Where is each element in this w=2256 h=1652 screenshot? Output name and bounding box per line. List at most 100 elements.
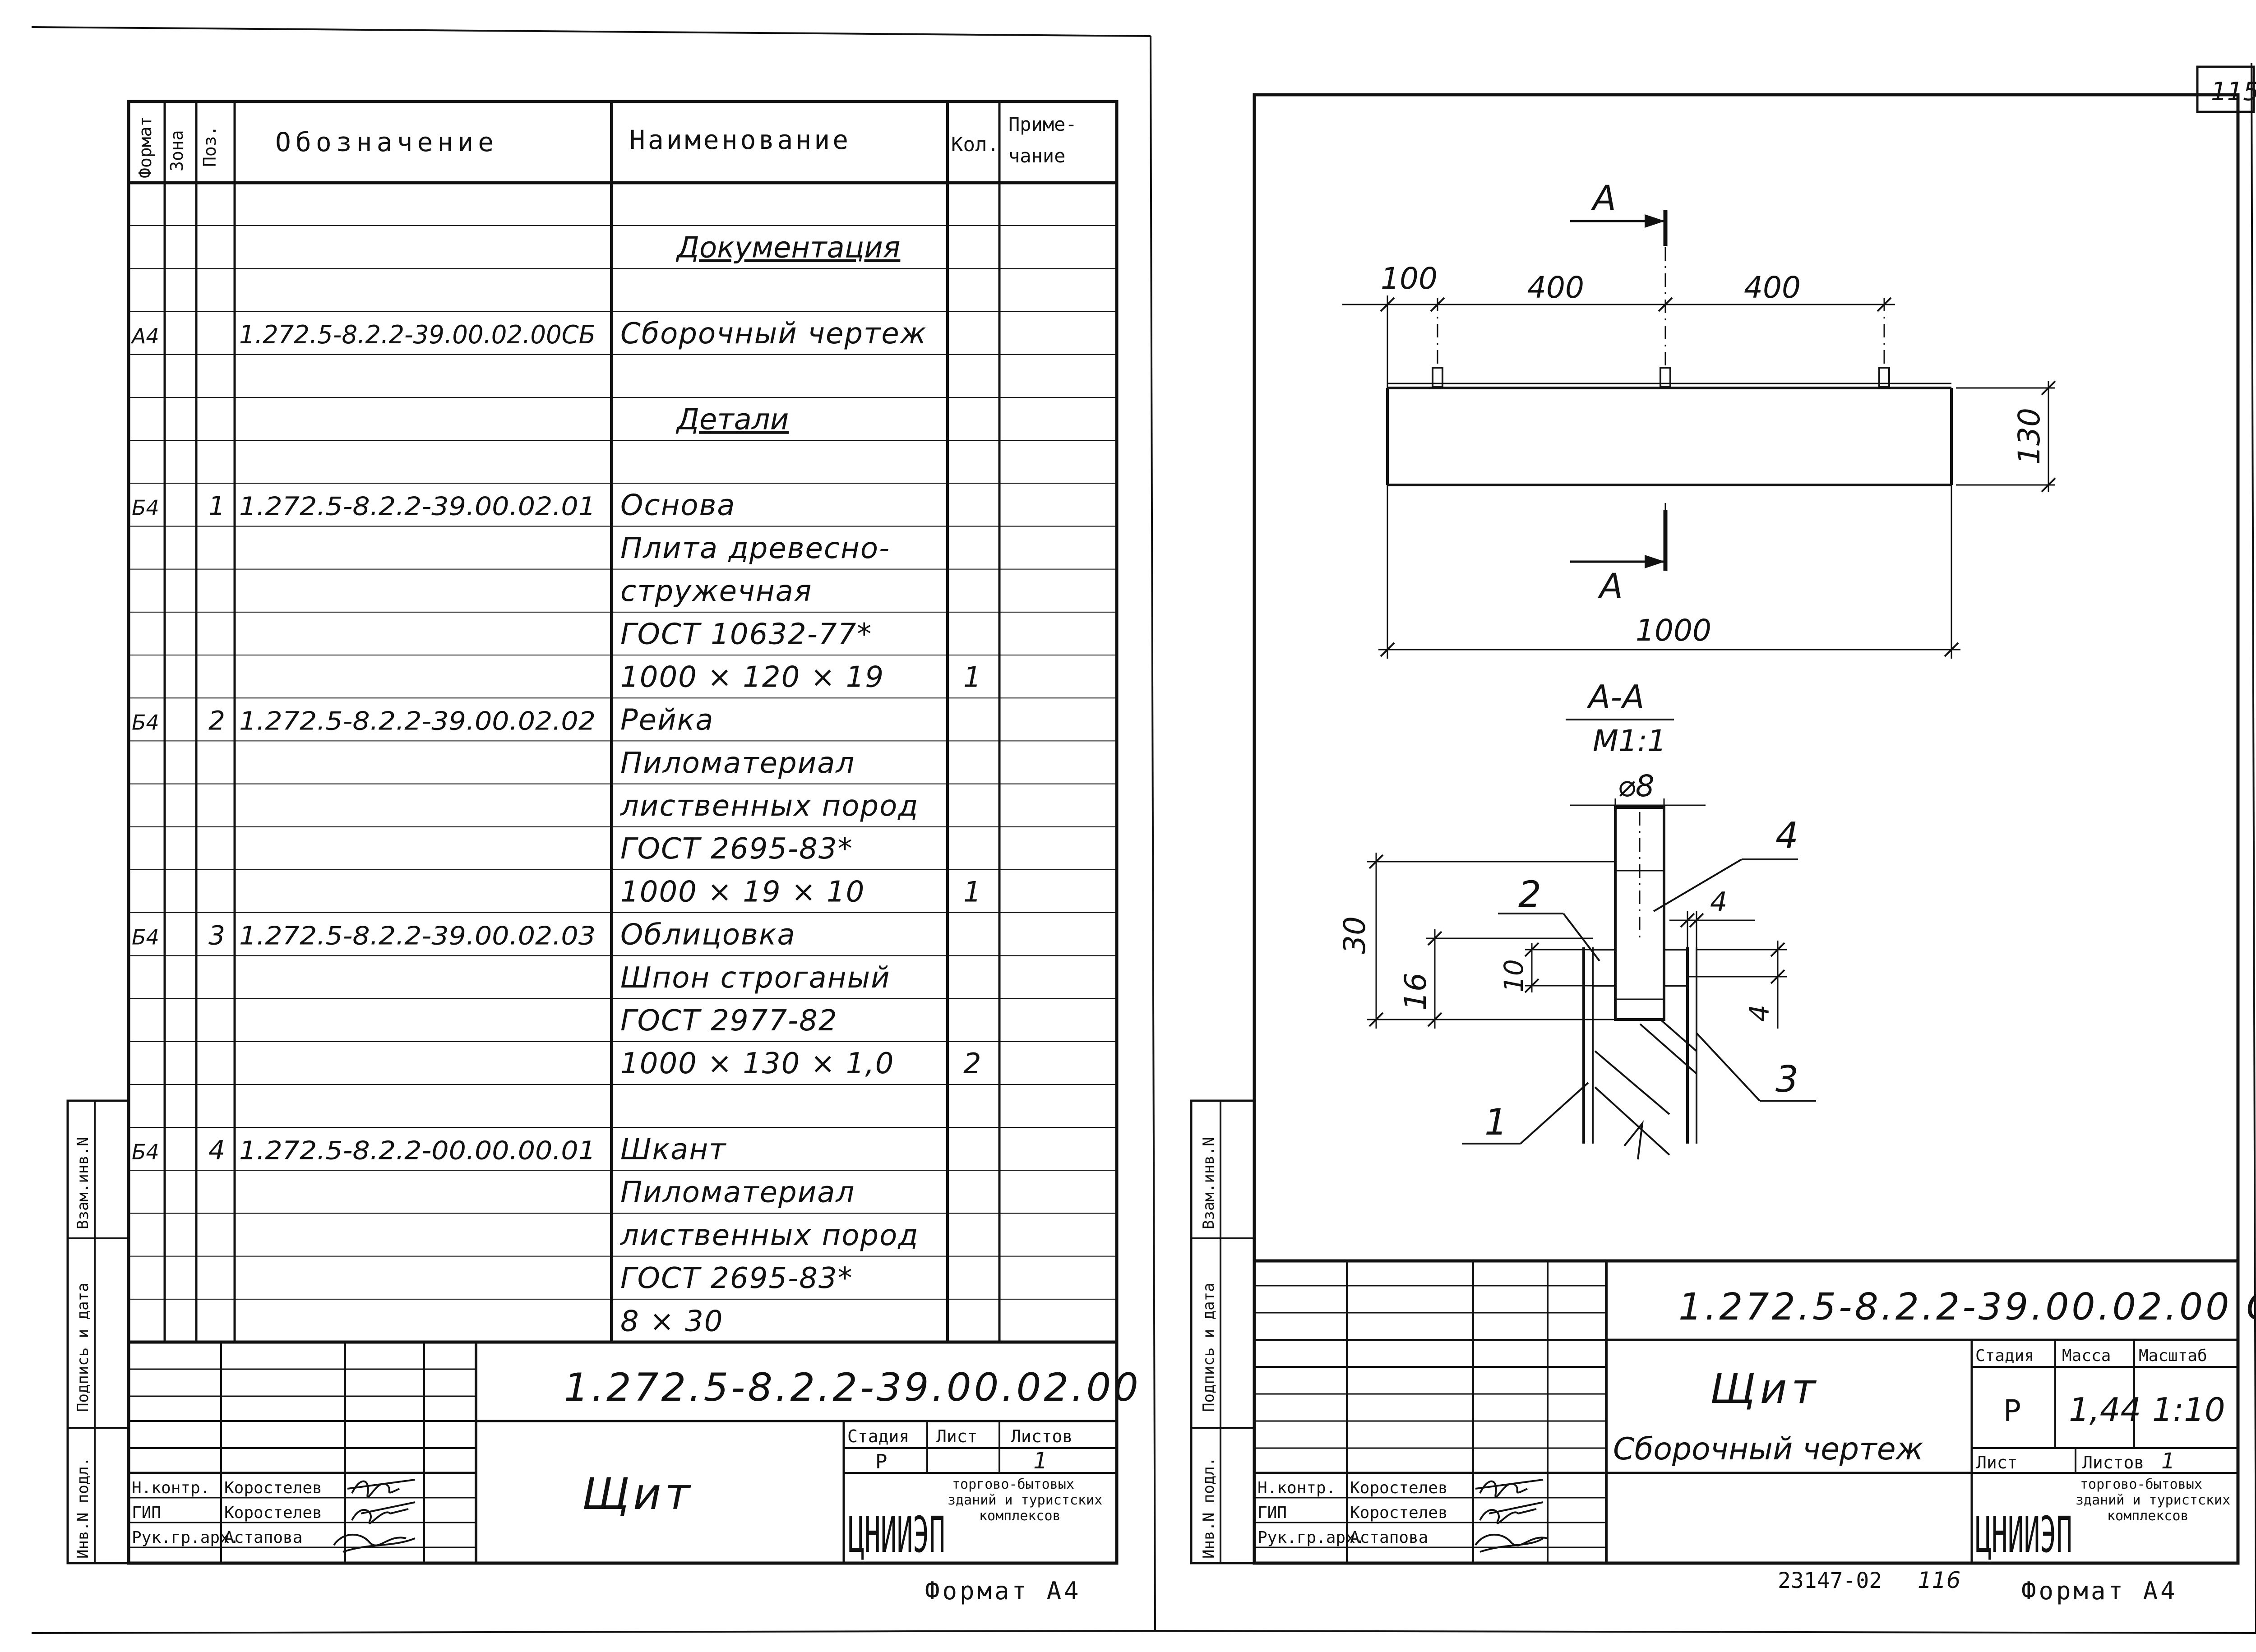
spec-cell-name: 1000 × 130 × 1,0: [620, 1047, 894, 1080]
dim-100: 100: [1381, 261, 1438, 296]
role-person: Астапова: [1350, 1528, 1428, 1547]
sheet-fold-line: [1150, 36, 1156, 1631]
spec-cell-pos: 3: [208, 920, 225, 951]
drawing-signature-1: [1475, 1479, 1544, 1498]
drawing-mass-value: 1,44: [2069, 1391, 2141, 1429]
spec-org-logo: ЦНИИЭП: [848, 1506, 945, 1564]
drawing-sheet-label: Лист: [1976, 1453, 2018, 1472]
drawing-sheets-label: Листов: [2082, 1453, 2144, 1472]
signature-2: [351, 1501, 416, 1524]
table-row: Документация: [675, 231, 900, 265]
spec-cell-pos: 1: [208, 491, 225, 521]
drawing-side-inv-orig: Инв.N подл.: [1200, 1457, 1218, 1559]
table-row: Пиломатериал: [620, 747, 855, 780]
spec-cell-pos: 4: [208, 1135, 225, 1166]
section-scale: М1:1: [1593, 724, 1666, 758]
spec-cell-designation: 1.272.5-8.2.2-39.00.02.00СБ: [239, 320, 596, 350]
role-label: Н.контр.: [1257, 1479, 1336, 1497]
drawing-document-code: 1.272.5-8.2.2-39.00.02.00 СБ: [1678, 1286, 2256, 1329]
spec-cell-name: Плита древесно-: [620, 532, 890, 565]
spec-cell-name: 8 × 30: [620, 1305, 723, 1338]
spec-org-line-3: комплексов: [979, 1508, 1061, 1524]
role-person: Коростелев: [1350, 1504, 1448, 1522]
spec-cell-format: Б4: [132, 496, 159, 520]
role-person: Коростелев: [224, 1504, 322, 1522]
footer-number: 116: [1918, 1567, 1960, 1593]
header-qty: Кол.: [951, 133, 999, 156]
drawing-format-label: Формат А4: [2021, 1577, 2178, 1605]
spec-cell-name: ГОСТ 2695-83*: [620, 832, 853, 866]
signature-3: [333, 1533, 416, 1553]
drawing-signature-3: [1475, 1533, 1548, 1553]
spec-sheets-value: 1: [1033, 1448, 1048, 1474]
sheet-right-edge: [2251, 63, 2256, 1634]
header-name: Наименование: [629, 125, 851, 155]
spec-cell-name: 1000 × 120 × 19: [620, 660, 884, 694]
table-row: стружечная: [620, 575, 811, 608]
spec-cell-name: Рейка: [620, 704, 714, 737]
spec-cell-qty: 2: [963, 1047, 981, 1080]
front-view: 100 400 400 130 1000 А А: [1342, 178, 2056, 659]
spec-cell-name: Шпон строганый: [620, 961, 891, 995]
assembly-drawing-sheet: 115 100 400 400: [1155, 63, 2256, 1634]
dim-30: 30: [1337, 916, 1372, 954]
table-row: ГОСТ 2695-83*: [620, 832, 853, 866]
sheet-bottom-edge-right: [1155, 1630, 2256, 1634]
drawing-side-stamps: Инв.N подл. Подпись и дата Взам.инв.N: [1190, 1099, 1256, 1564]
drawing-org-logo: ЦНИИЭП: [1975, 1506, 2072, 1564]
drawing-stage-label: Стадия: [1975, 1347, 2034, 1365]
role-person: Астапова: [224, 1528, 302, 1547]
spec-cell-format: Б4: [132, 711, 159, 735]
table-row: ГОСТ 2695-83*: [620, 1262, 853, 1295]
spec-frame: [127, 100, 1119, 1565]
section-mark-top: А: [1590, 178, 1616, 218]
spec-cell-name: ГОСТ 2695-83*: [620, 1262, 853, 1295]
header-format: Формат: [135, 116, 155, 178]
spec-cell-name: Детали: [675, 403, 789, 436]
header-note-1: Приме-: [1008, 113, 1077, 135]
spec-cell-qty: 1: [963, 875, 981, 908]
dim-4-top: 4: [1710, 886, 1727, 918]
spec-cell-name: Шкант: [620, 1133, 726, 1167]
spec-table-grid: [129, 102, 1117, 1342]
drawing-stage-value: Р: [2003, 1394, 2021, 1428]
drawing-scale-value: 1:10: [2152, 1391, 2225, 1429]
table-row: Шпон строганый: [620, 961, 891, 995]
drawing-scale-label: Масштаб: [2139, 1347, 2207, 1365]
role-label: Н.контр.: [132, 1479, 210, 1497]
specification-sheet: Формат Зона Поз. Обозначение Наименовани…: [31, 26, 1156, 1634]
drawing-org-line-3: комплексов: [2107, 1508, 2189, 1524]
spec-cell-designation: 1.272.5-8.2.2-00.00.00.01: [239, 1136, 596, 1166]
signature-1: [347, 1479, 416, 1498]
role-person: Коростелев: [1350, 1479, 1448, 1497]
spec-cell-name: Основа: [620, 489, 736, 522]
spec-format-label: Формат А4: [925, 1577, 1082, 1605]
spec-side-inv-orig: Инв.N подл.: [74, 1457, 92, 1559]
section-mark-bottom: А: [1597, 566, 1623, 606]
drawing-side-vzam: Взам.инв.N: [1200, 1137, 1218, 1229]
spec-cell-format: А4: [130, 324, 159, 348]
drawing-document-name: Щит: [1710, 1365, 1820, 1413]
spec-cell-name: Пиломатериал: [620, 747, 855, 780]
spec-org-line-1: торгово-бытовых: [952, 1477, 1074, 1492]
table-row: ГОСТ 2977-82: [620, 1004, 837, 1038]
spec-stage-label: Стадия: [847, 1426, 909, 1446]
drawing-signature-2: [1479, 1501, 1544, 1524]
spec-cell-qty: 1: [963, 660, 981, 693]
drawing-sheets-value: 1: [2161, 1449, 2175, 1474]
section-a-a: А-А М1:1 ⌀8: [1337, 678, 1816, 1160]
spec-sheets-label: Листов: [1011, 1426, 1073, 1446]
role-person: Коростелев: [224, 1479, 322, 1497]
table-row: Пиломатериал: [620, 1176, 854, 1209]
dim-130: 130: [2012, 408, 2047, 465]
role-label: Рук.гр.арх.: [1257, 1528, 1365, 1547]
callout-4: 4: [1775, 815, 1798, 857]
spec-sheet-label: Лист: [936, 1426, 978, 1446]
spec-cell-name: лиственных пород: [619, 789, 919, 823]
